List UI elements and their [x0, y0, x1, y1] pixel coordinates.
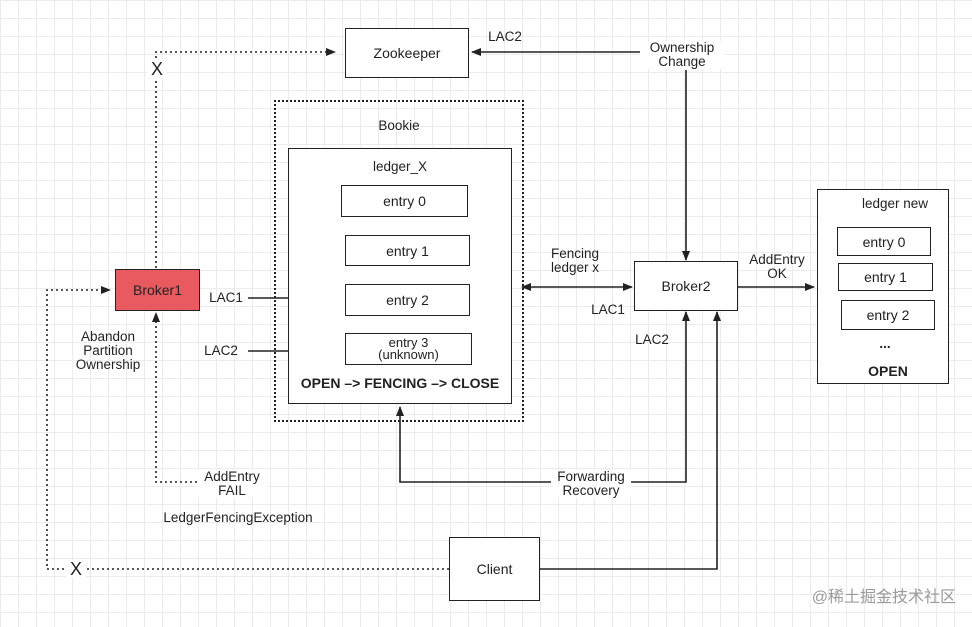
client-node: Client	[449, 537, 540, 601]
broker1-label: Broker1	[132, 282, 183, 298]
client-label: Client	[476, 561, 513, 577]
zookeeper-node: Zookeeper	[345, 28, 469, 78]
edge-client-broker2	[540, 311, 721, 570]
fencing-exception-label: LedgerFencingException	[163, 510, 313, 525]
ledger-x-state: OPEN –> FENCING –> CLOSE	[300, 375, 500, 391]
lac2-right-label: LAC2	[635, 332, 669, 347]
ledger-new-entry-0: entry 0	[837, 227, 931, 256]
zookeeper-label: Zookeeper	[373, 45, 441, 61]
ledger-x-entry-0: entry 0	[341, 185, 468, 217]
ledger-new-entry-1: entry 1	[838, 263, 933, 291]
broker2-node: Broker2	[634, 261, 738, 311]
abandon-ownership-label: Abandon Partition Ownership	[75, 329, 141, 372]
x-top-mark: X	[147, 60, 167, 78]
lac1-left-label: LAC1	[209, 290, 243, 305]
ledger-new-state: OPEN	[868, 363, 908, 379]
bookie-container	[274, 100, 524, 422]
broker1-node: Broker1	[115, 269, 200, 311]
ledger-new-entry-1-label: entry 1	[864, 269, 907, 285]
edge-broker1-zookeeper	[155, 48, 336, 268]
ledger-x-entry-2-label: entry 2	[386, 292, 429, 308]
ledger-x-label: ledger_X	[372, 159, 428, 174]
forwarding-recovery-label: Forwarding Recovery	[551, 470, 631, 498]
ownership-change-label: Ownership Change	[640, 41, 724, 69]
edge-forwarding	[396, 406, 555, 483]
fencing-label: Fencing ledger x	[550, 246, 600, 275]
bookie-label: Bookie	[378, 118, 420, 133]
ledger-new-entry-2-label: entry 2	[866, 307, 910, 323]
ledger-x-entry-0-label: entry 0	[383, 193, 426, 209]
broker2-label: Broker2	[661, 278, 711, 294]
ledger-new-label: ledger new	[861, 196, 929, 211]
ledger-x-entry-1-label: entry 1	[386, 242, 429, 259]
x-bottom-mark: X	[66, 560, 86, 578]
ledger-x-entry-3: entry 3 (unknown)	[345, 333, 472, 365]
ledger-x-entry-2: entry 2	[345, 284, 470, 316]
edge-forwarding-broker2	[625, 311, 690, 483]
watermark: @稀土掘金技术社区	[811, 589, 956, 606]
ledger-new-entry-2: entry 2	[841, 300, 935, 330]
addentry-fail-label: AddEntry FAIL	[197, 470, 267, 498]
lac2-zookeeper-label: LAC2	[488, 29, 522, 44]
lac1-right-label: LAC1	[591, 302, 625, 317]
ledger-new-ellipsis: ...	[879, 336, 891, 351]
edge-addentry-fail	[152, 312, 262, 483]
ledger-x-entry-1: entry 1	[345, 235, 470, 266]
ledger-new-entry-0-label: entry 0	[862, 233, 906, 250]
lac2-left-label: LAC2	[204, 343, 238, 358]
ledger-x-entry-3-label: entry 3 (unknown)	[378, 335, 439, 362]
addentry-ok-label: AddEntry OK	[749, 252, 805, 281]
edge-client-broker1	[46, 286, 449, 570]
